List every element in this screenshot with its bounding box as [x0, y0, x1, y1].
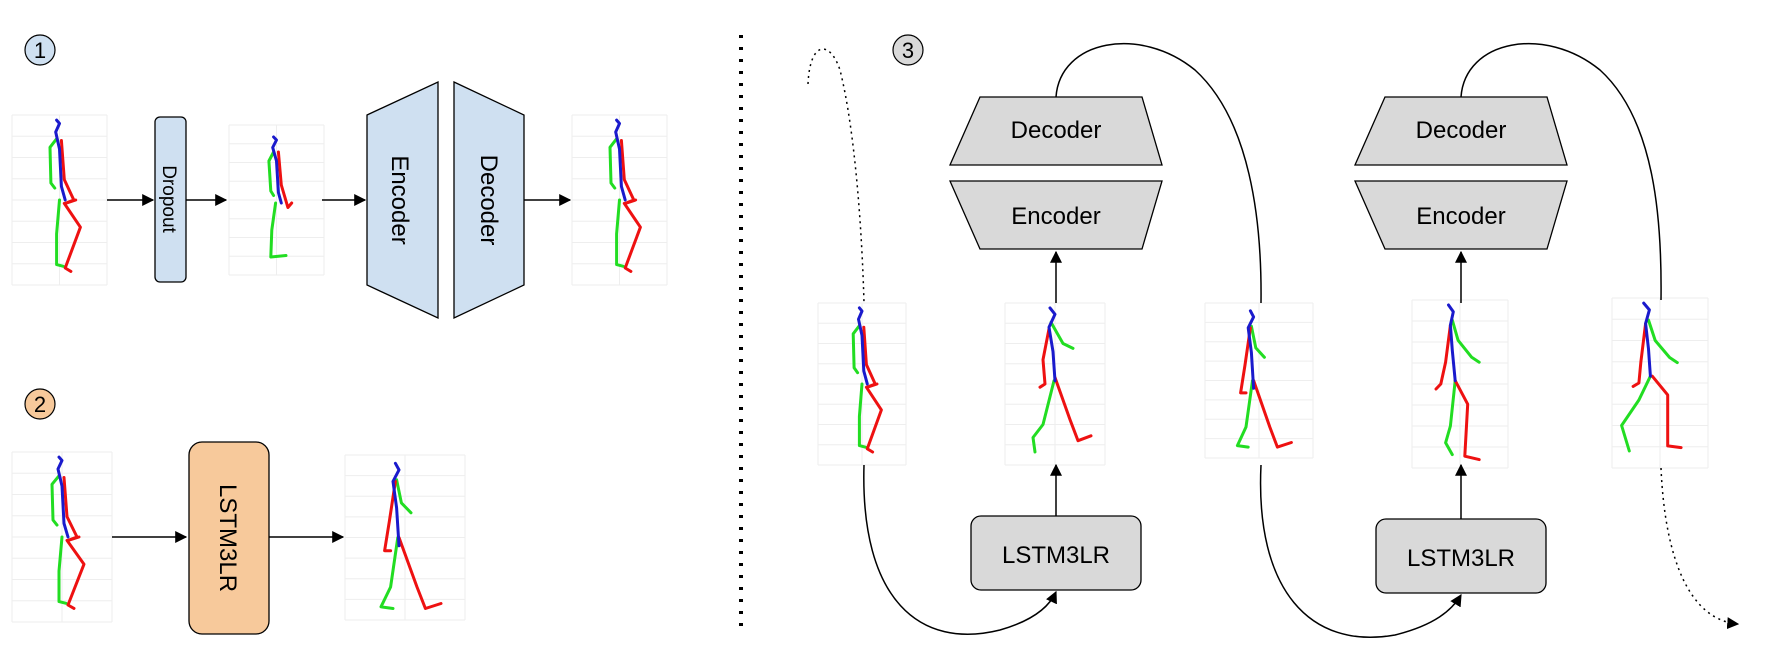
skeleton-limb	[614, 118, 627, 202]
encoder-block: Encoder	[1354, 180, 1568, 250]
skeleton-limb	[391, 461, 401, 548]
pose-skeleton-dropped	[228, 124, 325, 276]
section-marker-3: 3	[892, 34, 924, 66]
skeleton-limb	[267, 150, 276, 197]
skeleton-limb	[857, 382, 867, 449]
svg-text:2: 2	[34, 392, 46, 417]
skeleton-limb	[1239, 326, 1252, 395]
skeleton-limb	[1453, 379, 1481, 462]
decoder-block: Decoder	[949, 96, 1163, 166]
section-marker-1: 1	[24, 34, 56, 66]
lstm-label: LSTM3LR	[1002, 542, 1110, 569]
encoder-label: Encoder	[1416, 203, 1505, 230]
encoder-block: Encoder	[949, 180, 1163, 250]
panel-2: 2 LSTM3LR	[11, 388, 466, 635]
skeleton-limb	[1038, 327, 1051, 389]
section-marker-2: 2	[24, 388, 56, 420]
skeleton-limb	[1031, 379, 1056, 454]
skeleton-limb	[57, 535, 68, 605]
skeleton-limb	[48, 137, 59, 190]
skeleton-limb	[622, 201, 642, 273]
skeleton-limb	[862, 325, 879, 389]
pose-skeleton-input	[11, 114, 108, 286]
skeleton-limb	[1631, 322, 1648, 388]
skeleton-limb	[56, 455, 70, 539]
skeleton-limb	[857, 306, 869, 386]
decoder-block: Decoder	[453, 80, 525, 320]
pose-skeleton-frame	[817, 302, 907, 466]
skeleton-limb	[608, 137, 619, 190]
dropout-label: Dropout	[158, 165, 179, 233]
svg-text:3: 3	[902, 38, 914, 63]
panel-1: 1 Dropout Encoder Decoder	[11, 34, 668, 320]
pose-skeleton-output	[571, 114, 668, 286]
skeleton-limb	[619, 139, 638, 205]
skeleton-limb	[1642, 301, 1652, 378]
lstm-label: LSTM3LR	[1407, 545, 1515, 572]
arrow	[1055, 42, 1262, 304]
skeleton-limb	[1053, 376, 1093, 443]
decoder-label: Decoder	[475, 155, 502, 246]
pose-skeleton-frame	[1611, 297, 1709, 469]
skeleton-limb	[379, 536, 400, 610]
panel-3: 3 Decoder Encoder LSTM3LR Decoder	[807, 34, 1740, 638]
skeleton-limb	[1647, 318, 1679, 365]
skeleton-limb	[1235, 379, 1254, 449]
skeleton-limb	[397, 536, 443, 610]
skeleton-limb	[55, 198, 65, 268]
skeleton-limb	[269, 201, 288, 259]
lstm-block: LSTM3LR	[188, 441, 270, 635]
skeleton-limb	[851, 324, 861, 375]
lstm-label: LSTM3LR	[214, 484, 241, 592]
encoder-block: Encoder	[366, 80, 439, 320]
skeleton-limb	[395, 478, 413, 515]
pose-skeleton-output	[344, 454, 466, 621]
encoder-label: Encoder	[386, 155, 413, 244]
skeleton-limb	[62, 476, 81, 542]
decoder-label: Decoder	[1011, 117, 1102, 144]
pose-skeleton-frame	[1004, 302, 1106, 466]
skeleton-limb	[1047, 306, 1057, 383]
skeleton-limb	[54, 118, 67, 202]
dropout-block: Dropout	[154, 116, 187, 283]
skeleton-limb	[1447, 303, 1457, 383]
pose-skeleton-frame	[1204, 302, 1314, 459]
pose-skeleton-input	[11, 451, 113, 623]
skeleton-limb	[1450, 318, 1481, 364]
skeleton-limb	[50, 474, 61, 527]
skeleton-limb	[615, 198, 625, 268]
skeleton-limb	[271, 135, 283, 205]
arrow	[863, 464, 1057, 635]
lstm-block: LSTM3LR	[1375, 518, 1547, 594]
skeleton-limb	[1620, 374, 1652, 453]
lstm-block: LSTM3LR	[970, 515, 1142, 591]
skeleton-limb	[383, 479, 397, 553]
skeleton-limb	[1246, 309, 1256, 390]
arrow	[807, 48, 865, 304]
svg-text:1: 1	[34, 38, 46, 63]
skeleton-limb	[864, 385, 883, 454]
skeleton-limb	[65, 538, 86, 610]
skeleton-limb	[1252, 379, 1293, 449]
skeleton-limb	[1049, 320, 1075, 350]
decoder-label: Decoder	[1416, 117, 1507, 144]
skeleton-limb	[59, 139, 78, 205]
arrow	[1660, 467, 1740, 630]
pose-skeleton-frame	[1411, 299, 1509, 469]
skeleton-limb	[276, 150, 294, 209]
skeleton-limb	[1444, 379, 1457, 457]
decoder-block: Decoder	[1354, 96, 1568, 166]
arrow	[1460, 42, 1662, 301]
skeleton-limb	[1249, 324, 1266, 359]
skeleton-limb	[62, 201, 82, 273]
encoder-label: Encoder	[1011, 203, 1100, 230]
arrow	[1259, 464, 1462, 638]
skeleton-limb	[1434, 323, 1452, 391]
skeleton-limb	[1650, 374, 1683, 450]
